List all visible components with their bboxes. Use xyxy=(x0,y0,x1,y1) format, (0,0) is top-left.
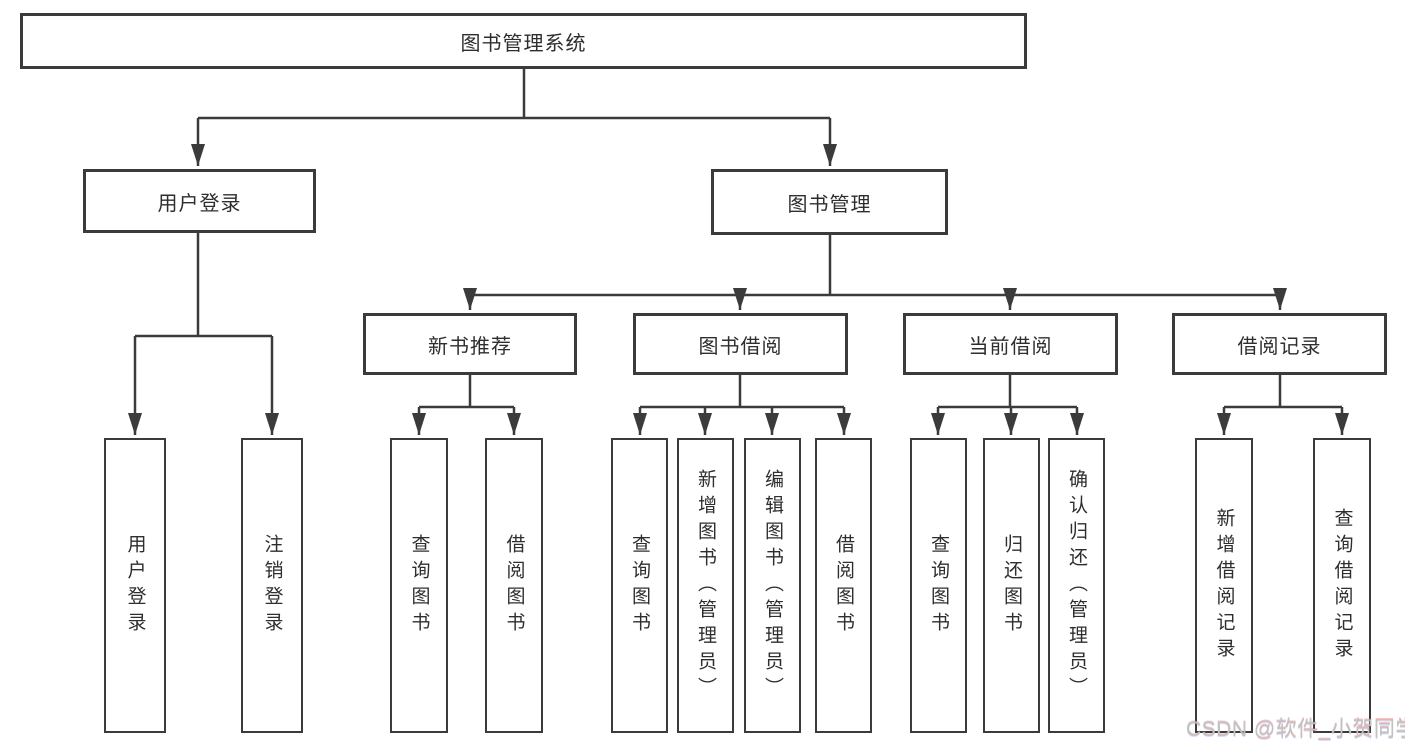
leaf-label: 新增图书（管理员） xyxy=(695,468,716,703)
node-current-borrowing: 当前借阅 xyxy=(903,313,1118,375)
leaf-label: 确认归还（管理员） xyxy=(1066,468,1087,703)
node-new-book-recommendation: 新书推荐 xyxy=(363,313,577,375)
leaf-user-login: 用户登录 xyxy=(104,438,166,733)
leaf-records-query-record: 查询借阅记录 xyxy=(1313,438,1371,733)
leaf-borrow-borrow-books: 借阅图书 xyxy=(815,438,872,733)
leaf-label: 查询借阅记录 xyxy=(1331,507,1353,664)
leaf-label: 注销登录 xyxy=(261,533,283,638)
node-label: 新书推荐 xyxy=(428,335,512,358)
leaf-logout: 注销登录 xyxy=(241,438,303,733)
node-borrowing-records: 借阅记录 xyxy=(1172,313,1387,375)
node-book-borrowing: 图书借阅 xyxy=(633,313,848,375)
leaf-label: 用户登录 xyxy=(124,533,146,638)
leaf-recommend-borrow-books: 借阅图书 xyxy=(485,438,543,733)
node-user-login: 用户登录 xyxy=(83,169,316,233)
csdn-watermark: CSDN @软件_小贺同学 xyxy=(1186,718,1405,741)
leaf-label: 借阅图书 xyxy=(833,533,854,638)
node-label: 图书管理 xyxy=(787,193,872,216)
node-library-management-system: 图书管理系统 xyxy=(20,13,1027,69)
leaf-current-return-books: 归还图书 xyxy=(983,438,1040,733)
leaf-recommend-query-books: 查询图书 xyxy=(390,438,448,733)
leaf-borrow-add-books-admin: 新增图书（管理员） xyxy=(677,438,734,733)
node-label: 图书管理系统 xyxy=(460,32,587,55)
node-label: 用户登录 xyxy=(157,192,242,215)
leaf-label: 查询图书 xyxy=(629,533,650,638)
leaf-current-confirm-return-admin: 确认归还（管理员） xyxy=(1048,438,1105,733)
node-label: 当前借阅 xyxy=(968,335,1053,358)
leaf-label: 归还图书 xyxy=(1001,533,1022,638)
node-book-management: 图书管理 xyxy=(711,169,948,235)
leaf-label: 新增借阅记录 xyxy=(1213,507,1235,664)
leaf-label: 编辑图书（管理员） xyxy=(762,468,783,703)
node-label: 借阅记录 xyxy=(1237,335,1322,358)
leaf-label: 查询图书 xyxy=(928,533,949,638)
leaf-label: 查询图书 xyxy=(408,533,430,638)
leaf-label: 借阅图书 xyxy=(503,533,525,638)
node-label: 图书借阅 xyxy=(698,335,783,358)
leaf-current-query-books: 查询图书 xyxy=(910,438,967,733)
leaf-records-add-record: 新增借阅记录 xyxy=(1195,438,1253,733)
leaf-borrow-query-books: 查询图书 xyxy=(611,438,668,733)
leaf-borrow-edit-books-admin: 编辑图书（管理员） xyxy=(744,438,801,733)
